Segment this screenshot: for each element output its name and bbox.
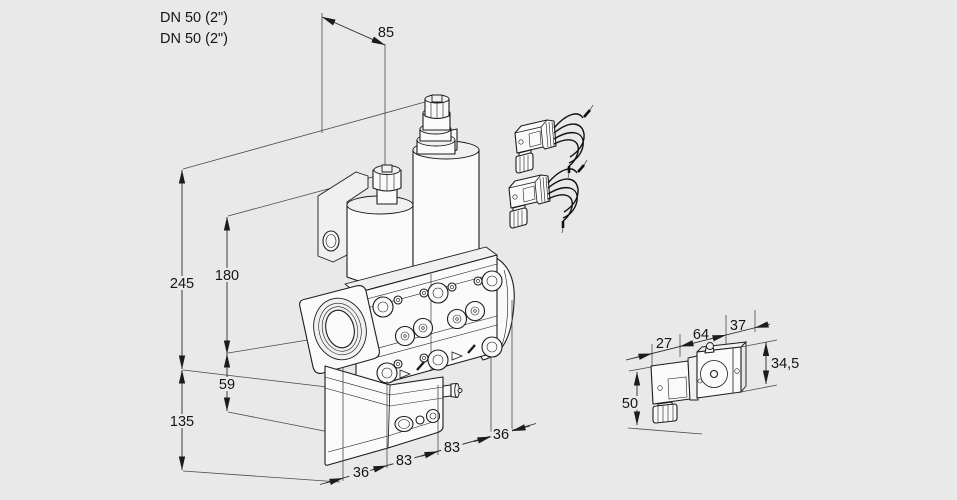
dimension-lines-side-view: 27 64 37 34,5 50 <box>620 310 799 435</box>
valve-body <box>344 246 503 392</box>
dn-label-2: DN 50 (2") <box>160 31 228 47</box>
dimension-chain-bottom: 36 83 83 36 <box>319 300 537 485</box>
flow-arrow-icon <box>451 351 464 361</box>
dim-64-label: 64 <box>693 327 709 343</box>
rear-actuator-cylinder <box>346 164 425 284</box>
connector-nut <box>545 121 555 148</box>
dimension-lines-main: 85 245 180 59 135 <box>165 16 394 471</box>
cable-gland <box>515 149 534 174</box>
dim-34-5-label: 34,5 <box>771 356 799 372</box>
cable-connector-1 <box>514 104 594 179</box>
dn-label-1: DN 50 (2") <box>160 10 228 26</box>
dim-135-label: 135 <box>170 414 194 430</box>
dim-50-label: 50 <box>622 396 638 412</box>
chain-83-right-label: 83 <box>444 440 460 456</box>
dim-37-label: 37 <box>730 318 746 334</box>
connection-labels: DN 50 (2") DN 50 (2") <box>160 10 228 47</box>
chain-36-left-label: 36 <box>353 465 369 481</box>
dim-245-label: 245 <box>170 276 194 292</box>
cover-screws <box>393 276 483 369</box>
extension-lines <box>182 13 426 483</box>
wires <box>553 104 594 179</box>
inlet-flange <box>299 285 380 374</box>
dim-180-label: 180 <box>215 268 239 284</box>
chain-83-left-label: 83 <box>396 453 412 469</box>
chain-36-right-label: 36 <box>493 427 509 443</box>
dim-59-label: 59 <box>219 377 235 393</box>
top-screw <box>704 342 715 354</box>
side-nipple <box>442 382 463 399</box>
slash-marks <box>416 344 476 371</box>
solenoid-side-view <box>650 340 747 424</box>
side-cable-gland <box>652 401 678 424</box>
dim-85-label: 85 <box>378 25 394 41</box>
body-bolts <box>372 270 503 384</box>
flow-arrow-icon <box>399 369 412 379</box>
coil-body <box>696 346 742 399</box>
valve-main-view <box>299 94 515 466</box>
pressure-test-ports <box>394 300 486 347</box>
dim-27-label: 27 <box>656 336 672 352</box>
base-unit <box>324 365 463 466</box>
